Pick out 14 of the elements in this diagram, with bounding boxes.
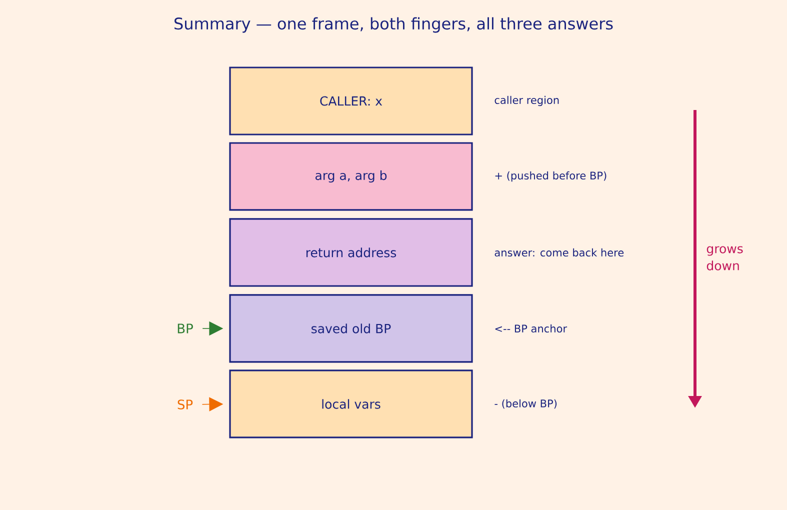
slot-note: answer: come back here [494, 248, 624, 257]
stack-slot-box: local vars [229, 370, 473, 438]
slot-note: caller region [494, 96, 559, 106]
slot-note: + (pushed before BP) [495, 171, 606, 182]
stack-slot-box: CALLER: x [229, 66, 473, 136]
stack-slot-box: arg a, arg b [229, 142, 473, 211]
title: Summary — one frame, both fingers, all three answers [174, 17, 613, 33]
pointer-label: BP [178, 324, 193, 334]
pointer-label: SP [178, 400, 193, 410]
slot-note: - (below BP) [494, 399, 557, 409]
stack-slot-box: return address [229, 218, 473, 287]
stack-slot-box: saved old BP [229, 294, 473, 363]
slot-note: <-- BP anchor [495, 324, 568, 333]
direction-label: grows down [706, 246, 743, 270]
